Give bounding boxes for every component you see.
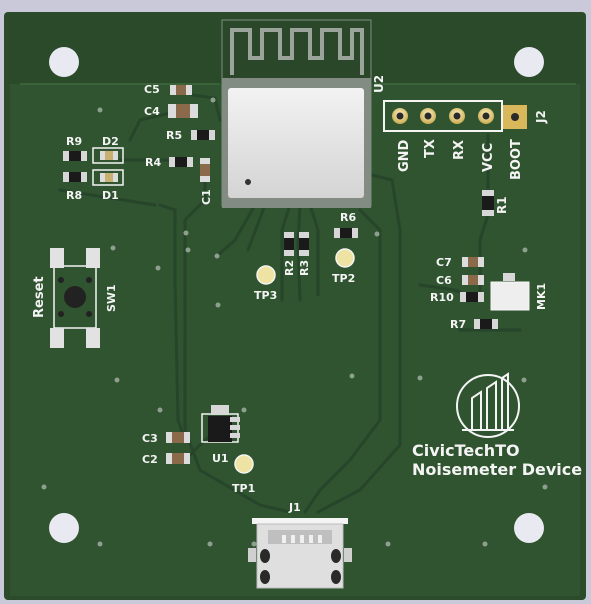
pin-label-tx: TX	[423, 139, 438, 158]
label-u1: U1	[212, 452, 229, 465]
label-r9: R9	[66, 135, 82, 148]
board-title-line1: CivicTechTO	[412, 441, 520, 460]
label-c1: C1	[200, 189, 213, 205]
label-tp3: TP3	[254, 289, 277, 302]
label-r6: R6	[340, 211, 356, 224]
capacitor-c4[interactable]	[168, 104, 198, 118]
testpoint-tp1[interactable]	[234, 454, 254, 474]
resistor-r4[interactable]	[169, 157, 193, 167]
label-r1: R1	[495, 196, 509, 214]
label-reset: Reset	[32, 276, 47, 318]
usb-connector-j1[interactable]	[248, 518, 352, 589]
reset-switch-sw1[interactable]	[50, 248, 100, 348]
label-c2: C2	[142, 453, 158, 466]
label-mk1: MK1	[535, 283, 548, 310]
testpoint-tp2[interactable]	[335, 248, 355, 268]
microphone-mk1[interactable]	[490, 273, 530, 311]
antenna-trace	[230, 28, 364, 75]
label-r10: R10	[430, 291, 454, 304]
label-d1: D1	[102, 189, 119, 202]
capacitor-c5[interactable]	[170, 85, 192, 95]
capacitor-c3[interactable]	[166, 432, 190, 443]
civictechto-logo-icon	[456, 372, 520, 438]
capacitor-c2[interactable]	[166, 453, 190, 464]
label-d2: D2	[102, 135, 119, 148]
board-title-line2: Noisemeter Device	[412, 460, 582, 479]
label-u2: U2	[372, 75, 386, 93]
esp-module-u2[interactable]	[221, 19, 372, 208]
label-j2: J2	[534, 110, 548, 124]
mounting-hole-top-right	[514, 47, 544, 77]
label-c3: C3	[142, 432, 158, 445]
capacitor-c6[interactable]	[462, 275, 484, 285]
label-j1: J1	[288, 501, 301, 514]
label-r3: R3	[298, 260, 311, 276]
pin-label-rx: RX	[452, 140, 467, 160]
resistor-r3[interactable]	[299, 232, 309, 256]
testpoint-tp3[interactable]	[256, 265, 276, 285]
label-r7: R7	[450, 318, 466, 331]
label-c4: C4	[144, 105, 160, 118]
pin-label-boot: BOOT	[509, 139, 524, 180]
led-d2[interactable]	[92, 147, 124, 164]
pin-label-gnd: GND	[397, 139, 412, 172]
mounting-hole-bottom-left	[49, 513, 79, 543]
label-r8: R8	[66, 189, 82, 202]
pin-label-vcc: VCC	[481, 143, 496, 172]
resistor-r9[interactable]	[63, 151, 87, 161]
resistor-r10[interactable]	[460, 292, 484, 302]
resistor-r5[interactable]	[191, 130, 215, 140]
label-r2: R2	[283, 260, 296, 276]
label-r4: R4	[145, 156, 161, 169]
resistor-r6[interactable]	[334, 228, 358, 238]
vias	[41, 97, 548, 547]
resistor-r2[interactable]	[284, 232, 294, 256]
resistor-r8[interactable]	[63, 172, 87, 182]
regulator-u1[interactable]	[201, 405, 240, 443]
capacitor-c7[interactable]	[462, 257, 484, 267]
label-tp1: TP1	[232, 482, 255, 495]
capacitor-c1[interactable]	[200, 158, 210, 182]
label-c6: C6	[436, 274, 452, 287]
mounting-hole-top-left	[49, 47, 79, 77]
resistor-r7[interactable]	[474, 319, 498, 329]
led-d1[interactable]	[92, 169, 124, 186]
mounting-hole-bottom-right	[514, 513, 544, 543]
label-tp2: TP2	[332, 272, 355, 285]
label-sw1: SW1	[105, 284, 118, 312]
label-c7: C7	[436, 256, 452, 269]
label-c5: C5	[144, 83, 160, 96]
header-j2[interactable]	[383, 100, 527, 132]
label-r5: R5	[166, 129, 182, 142]
resistor-r1[interactable]	[482, 190, 494, 216]
